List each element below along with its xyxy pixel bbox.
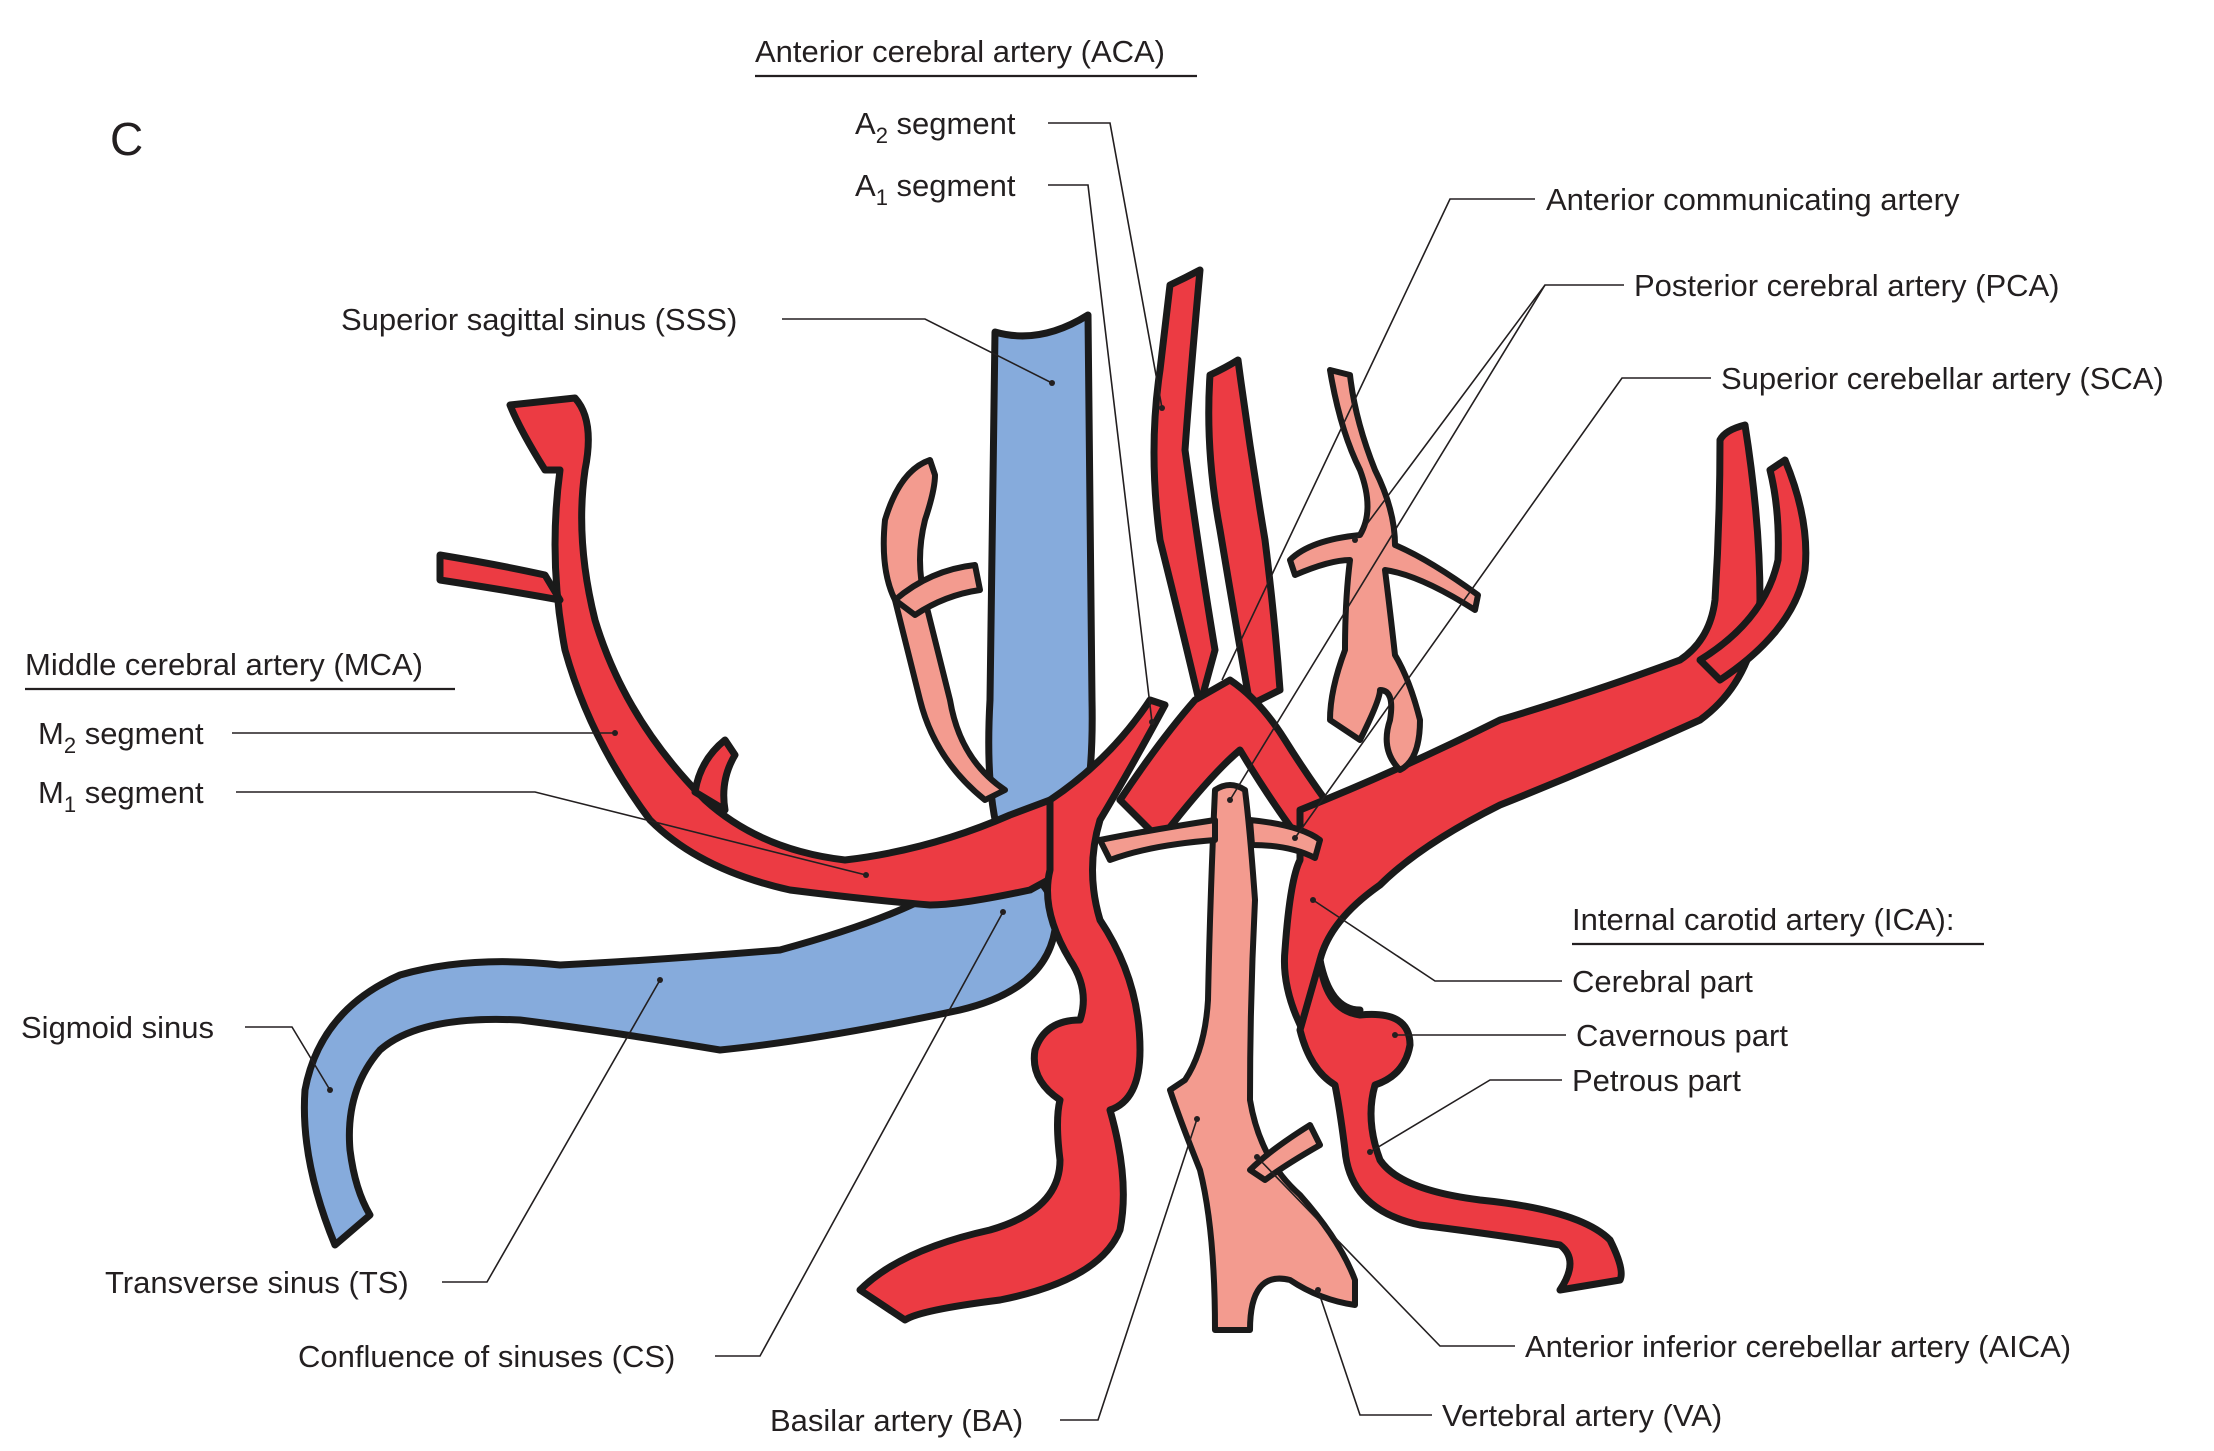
a2-segment-label: A2 segment: [855, 106, 1016, 148]
basilar-artery-shape: [1167, 782, 1358, 1333]
aica-leader-line: [1256, 1156, 1515, 1347]
ts-pointer-dot: [657, 977, 663, 983]
pca-label: Posterior cerebral artery (PCA): [1634, 268, 2060, 303]
vertebral-artery-label: Vertebral artery (VA): [1442, 1398, 1722, 1433]
ba-leader-line: [1060, 1118, 1198, 1421]
cerebral-part-pointer-dot: [1310, 897, 1316, 903]
sigmoid-leader-line: [245, 1026, 331, 1091]
mca-label-group: Middle cerebral artery (MCA) M2 segment …: [25, 647, 869, 878]
left-mca-branch-shape: [436, 551, 564, 604]
sss-leader-line: [782, 318, 1053, 384]
ica-title: Internal carotid artery (ICA):: [1572, 902, 1954, 937]
aca-label-group: Anterior cerebral artery (ACA) A2 segmen…: [755, 34, 1197, 725]
cerebral-part-leader-line: [1312, 899, 1562, 982]
transverse-sigmoid-sinus-shape: [300, 856, 1059, 1249]
a1-segment-label: A1 segment: [855, 168, 1016, 210]
m1-pointer-dot: [863, 872, 869, 878]
left-posterior-communicating-shape: [880, 457, 1008, 803]
anterior-communicating-artery-label: Anterior communicating artery: [1546, 182, 1960, 217]
mca-title: Middle cerebral artery (MCA): [25, 647, 423, 682]
cavernous-part-pointer-dot: [1392, 1032, 1398, 1038]
petrous-part-leader-line: [1369, 1079, 1562, 1153]
anterior-communicating-junction-shape: [1116, 676, 1344, 844]
left-aca-shape: [1150, 266, 1219, 709]
superior-sagittal-sinus-shape: [985, 311, 1096, 844]
va-leader-line: [1317, 1289, 1432, 1416]
aca-title: Anterior cerebral artery (ACA): [755, 34, 1165, 69]
a1-pointer-dot: [1149, 719, 1155, 725]
petrous-part-pointer-dot: [1367, 1149, 1373, 1155]
basilar-artery-label: Basilar artery (BA): [770, 1403, 1023, 1438]
cerebral-part-label: Cerebral part: [1572, 964, 1753, 999]
m2-pointer-dot: [612, 730, 618, 736]
aica-shape: [1247, 1122, 1323, 1183]
right-mca-twig-shape: [1696, 456, 1810, 684]
sss-pointer-dot: [1049, 380, 1055, 386]
sca-leader-line: [1294, 377, 1711, 839]
pca-pointer-dot-2: [1227, 797, 1233, 803]
left-ica-shape: [856, 696, 1169, 1324]
right-aca-shape: [1205, 356, 1284, 709]
anterior-communicating-leader-line: [1221, 198, 1535, 681]
sigmoid-sinus-label: Sigmoid sinus: [21, 1010, 214, 1045]
confluence-of-sinuses-label: Confluence of sinuses (CS): [298, 1339, 675, 1374]
ica-label-group: Internal carotid artery (ICA): Cerebral …: [1310, 897, 1984, 1155]
pca-pointer-dot-1: [1352, 537, 1358, 543]
a2-pointer-dot: [1159, 405, 1165, 411]
m2-segment-label: M2 segment: [38, 716, 204, 758]
left-pale-branch-shape: [892, 562, 983, 618]
ts-leader-line: [442, 979, 661, 1283]
vessel-drawing: [300, 266, 1810, 1333]
m1-leader-line: [236, 791, 867, 876]
left-mca-shape: [506, 394, 1089, 909]
panel-letter: C: [110, 113, 143, 165]
cs-leader-line: [715, 911, 1004, 1357]
right-ica-shape: [1296, 956, 1625, 1294]
left-mca-stub-shape: [691, 736, 739, 814]
sigmoid-pointer-dot: [327, 1087, 333, 1093]
va-pointer-dot: [1315, 1287, 1321, 1293]
a1-leader-line: [1048, 184, 1153, 723]
cavernous-part-label: Cavernous part: [1576, 1018, 1788, 1053]
ba-pointer-dot: [1194, 1116, 1200, 1122]
a2-leader-line: [1048, 122, 1163, 409]
petrous-part-label: Petrous part: [1572, 1063, 1741, 1098]
aica-label: Anterior inferior cerebellar artery (AIC…: [1525, 1329, 2071, 1364]
m1-segment-label: M1 segment: [38, 775, 204, 817]
aica-pointer-dot: [1254, 1154, 1260, 1160]
sca-label: Superior cerebellar artery (SCA): [1721, 361, 2164, 396]
pca-leader-line-2: [1229, 284, 1546, 801]
sss-label: Superior sagittal sinus (SSS): [341, 302, 737, 337]
sca-pointer-dot: [1292, 835, 1298, 841]
transverse-sinus-label: Transverse sinus (TS): [105, 1265, 409, 1300]
cs-pointer-dot: [1000, 909, 1006, 915]
right-pca-sca-shape: [1287, 367, 1481, 773]
pca-origin-shape: [1097, 817, 1218, 863]
pca-leader-line-1: [1354, 284, 1624, 541]
sca-origin-shape: [1247, 817, 1323, 861]
